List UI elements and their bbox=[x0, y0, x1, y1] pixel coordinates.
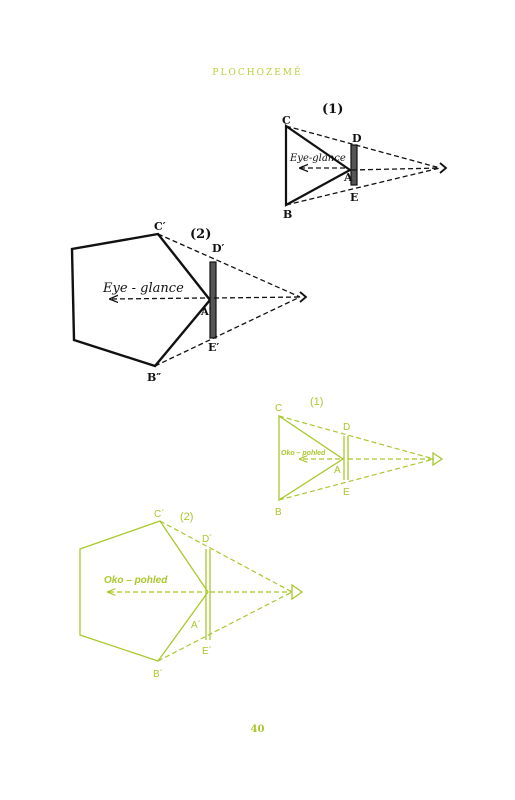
fig2-label-d: D′ bbox=[212, 242, 225, 255]
fig2-label-e: E′ bbox=[208, 341, 219, 354]
green-fig1-label-e: E bbox=[343, 487, 350, 498]
green-fig2-label-e: E´ bbox=[202, 645, 212, 657]
eye-icon bbox=[439, 162, 448, 174]
green-fig2-number: (2) bbox=[180, 511, 193, 523]
fig1-label-d: D bbox=[352, 132, 362, 145]
fig1-sight-lines bbox=[285, 125, 441, 206]
green-fig2-label-a: A´ bbox=[191, 619, 201, 631]
green-fig2-label-c: C´ bbox=[154, 508, 165, 520]
fig2-sight-lines bbox=[110, 233, 301, 367]
fig2-caption: Eye - glance bbox=[102, 281, 184, 296]
green-fig1-label-c: C bbox=[275, 403, 282, 414]
fig1-number: (1) bbox=[322, 102, 343, 117]
fig2-number: (2) bbox=[190, 227, 211, 242]
fig2-plane bbox=[209, 261, 217, 339]
eye-icon bbox=[299, 291, 308, 303]
green-fig1-label-a: A bbox=[334, 465, 341, 476]
fig2-label-c: C′ bbox=[154, 220, 166, 233]
original-figure-1: (1) Eye-glance C D A E B bbox=[282, 102, 448, 221]
green-fig1-label-b: B bbox=[275, 507, 282, 518]
fig1-label-c: C bbox=[282, 114, 291, 127]
green-fig2-pentagon bbox=[79, 520, 209, 662]
running-head: PLOCHOZEMĚ bbox=[212, 68, 303, 78]
fig2-label-b: B″ bbox=[147, 371, 161, 384]
translated-figure-1: (1) Oko – pohled C D A E B bbox=[275, 396, 444, 518]
fig1-plane bbox=[350, 144, 358, 186]
fig1-label-a: A bbox=[343, 171, 353, 184]
green-fig2-sight-lines bbox=[108, 520, 293, 662]
translated-figure-2: (2) Oko – pohled C´ D´ A´ E´ B´ bbox=[79, 508, 304, 680]
fig2-pentagon bbox=[70, 232, 212, 368]
fig1-caption: Eye-glance bbox=[289, 153, 346, 164]
fig2-label-a: A′ bbox=[200, 307, 212, 318]
green-fig1-label-d: D bbox=[343, 422, 350, 433]
fig1-label-b: B bbox=[283, 208, 292, 221]
green-fig2-caption: Oko – pohled bbox=[104, 575, 168, 586]
fig1-label-e: E bbox=[350, 191, 358, 204]
green-fig1-number: (1) bbox=[310, 396, 323, 408]
eye-icon bbox=[432, 451, 444, 467]
fig1-triangle bbox=[284, 123, 353, 207]
green-fig1-triangle bbox=[278, 414, 345, 502]
eye-icon bbox=[291, 583, 304, 601]
original-figure-2: (2) Eye - glance C′ D′ A′ E′ B″ bbox=[70, 220, 308, 384]
green-fig2-label-b: B´ bbox=[153, 668, 163, 680]
page-number: 40 bbox=[250, 724, 265, 735]
green-fig1-sight-lines bbox=[278, 415, 435, 501]
green-fig1-caption: Oko – pohled bbox=[281, 450, 326, 457]
green-fig2-label-d: D´ bbox=[202, 533, 213, 545]
